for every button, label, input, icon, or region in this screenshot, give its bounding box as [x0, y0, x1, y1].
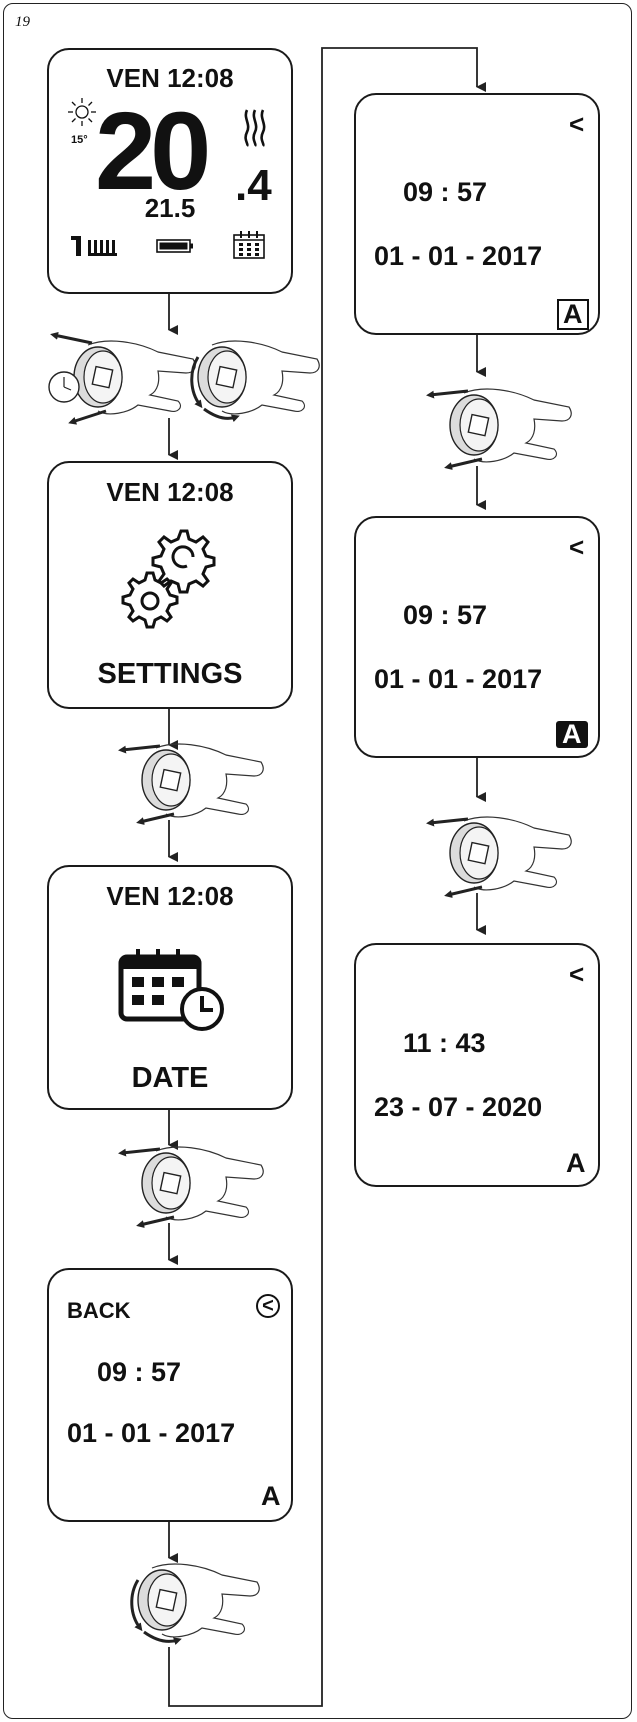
figure-number: 19 — [15, 14, 30, 30]
knob-hand-icon — [48, 331, 196, 425]
knob-hand-icon — [118, 743, 264, 825]
outside-temp-label: 15° — [71, 134, 88, 146]
date-edit-screen-3: < 11 : 43 23 - 07 - 2020 A — [354, 943, 600, 1187]
temperature-main: 20 — [95, 90, 211, 213]
temperature-decimal: .4 — [235, 161, 272, 210]
back-icon[interactable]: < — [569, 109, 585, 139]
radiator-icon — [71, 236, 117, 256]
date-value: 01 - 01 - 2017 — [67, 1418, 236, 1448]
back-icon[interactable]: < — [569, 959, 585, 989]
calendar-clock-icon — [118, 949, 224, 1031]
time-value: 09 : 57 — [403, 177, 488, 207]
settings-label: SETTINGS — [97, 658, 243, 690]
figure-frame — [3, 3, 632, 1719]
back-icon[interactable]: < — [256, 1294, 280, 1318]
gears-icon — [121, 529, 216, 629]
date-screen: VEN 12:08 DATE — [47, 865, 293, 1110]
knob-hand-icon — [130, 1563, 260, 1646]
mode-indicator: A — [556, 721, 588, 748]
arrow-icon — [168, 47, 486, 1707]
date-value: 23 - 07 - 2020 — [374, 1092, 543, 1122]
mode-indicator: A — [557, 299, 589, 330]
date-edit-screen-2: < 09 : 57 01 - 01 - 2017 A — [354, 516, 600, 758]
time-value: 09 : 57 — [403, 600, 488, 630]
date-label: DATE — [131, 1062, 209, 1094]
time-value: 11 : 43 — [403, 1028, 486, 1058]
date-edit-screen-1: < 09 : 57 01 - 01 - 2017 A — [354, 93, 600, 335]
knob-hand-icon — [118, 1146, 264, 1228]
sun-icon — [68, 98, 96, 126]
home-screen: VEN 12:08 15° 20 .4 21.5 — [47, 48, 293, 294]
date-value: 01 - 01 - 2017 — [374, 664, 543, 694]
back-label[interactable]: BACK — [67, 1298, 131, 1323]
settings-screen: VEN 12:08 SETTINGS — [47, 461, 293, 709]
date-value: 01 - 01 - 2017 — [374, 241, 543, 271]
day-time-label: VEN 12:08 — [106, 881, 234, 911]
mode-indicator: A — [261, 1481, 281, 1511]
day-time-label: VEN 12:08 — [106, 63, 234, 93]
time-value: 09 : 57 — [97, 1357, 182, 1387]
calendar-icon — [233, 231, 265, 259]
heating-waves-icon — [244, 109, 266, 147]
day-time-label: VEN 12:08 — [106, 477, 234, 507]
knob-hand-icon — [426, 388, 572, 470]
battery-icon — [156, 239, 193, 253]
set-temperature: 21.5 — [144, 193, 196, 223]
knob-hand-icon — [190, 340, 320, 423]
knob-hand-icon — [426, 816, 572, 898]
back-icon[interactable]: < — [569, 532, 585, 562]
edit-date-screen: BACK < 09 : 57 01 - 01 - 2017 A — [47, 1268, 293, 1522]
mode-indicator: A — [566, 1148, 586, 1178]
